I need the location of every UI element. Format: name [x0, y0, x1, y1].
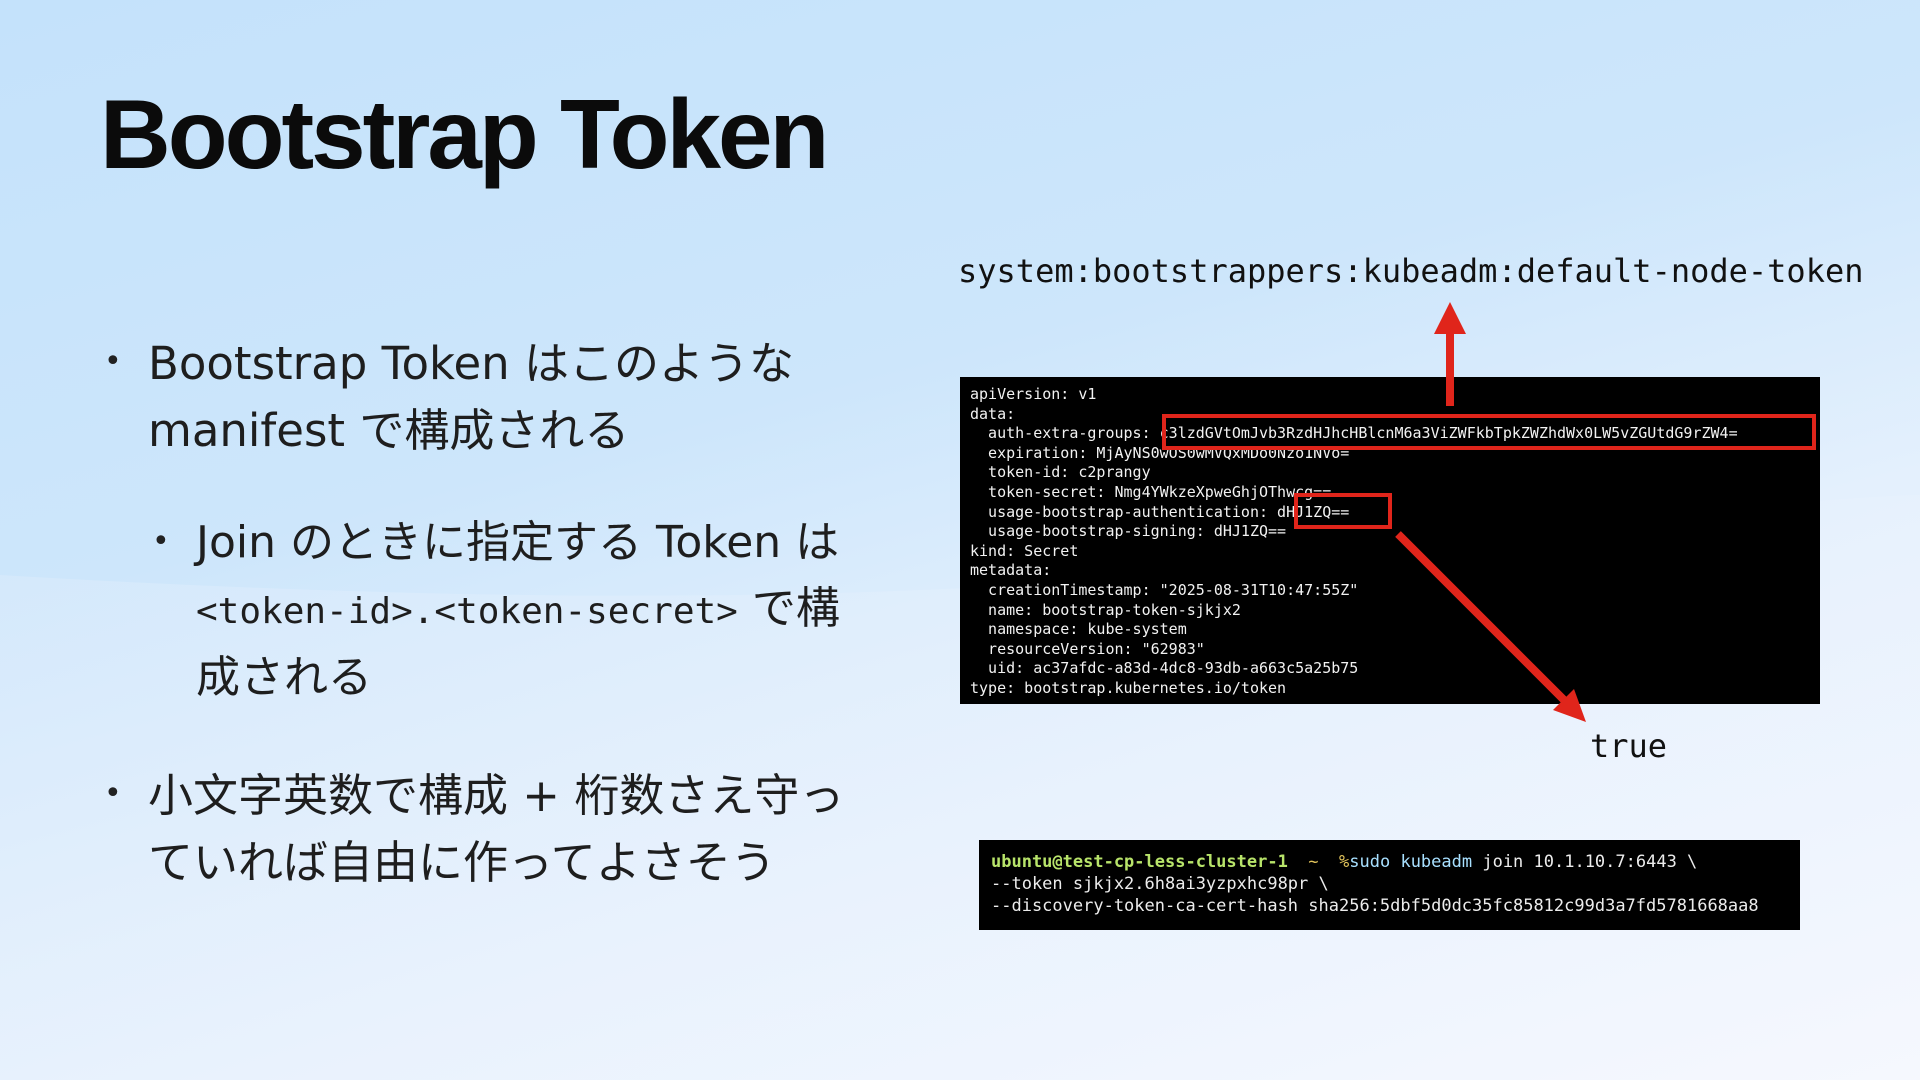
- bullet-text: Bootstrap Token はこのような manifest で構成される: [148, 337, 794, 457]
- sub-bullet-item: • Join のときに指定する Token は <token-id>.<toke…: [148, 510, 860, 711]
- manifest-line: token-id: c2prangy: [970, 463, 1151, 482]
- sub-bullet-suffix: で構成される: [196, 583, 840, 703]
- manifest-line: namespace: kube-system: [970, 620, 1187, 639]
- manifest-line: resourceVersion: "62983": [970, 639, 1205, 658]
- manifest-line: creationTimestamp: "2025-08-31T10:47:55Z…: [970, 580, 1359, 599]
- manifest-line: kind: Secret: [970, 541, 1079, 560]
- bullet-dot-icon: •: [152, 524, 170, 559]
- sub-bullet-prefix: Join のときに指定する Token は: [196, 517, 840, 568]
- bullet-dot-icon: •: [104, 344, 122, 379]
- prompt-dir: ~: [1308, 852, 1319, 872]
- command-name: sudo kubeadm: [1349, 852, 1473, 872]
- manifest-line: apiVersion: v1: [970, 385, 1097, 403]
- kubeadm-join-terminal: ubuntu@test-cp-less-cluster-1 ~ %sudo ku…: [979, 840, 1800, 930]
- decoded-true-label: true: [1590, 727, 1668, 765]
- manifest-line: usage-bootstrap-signing: dHJ1ZQ==: [970, 522, 1287, 541]
- prompt-symbol: %: [1339, 852, 1350, 872]
- usage-auth-highlight: [1294, 493, 1392, 529]
- manifest-line: data:: [970, 404, 1016, 423]
- sub-bullet-text: Join のときに指定する Token は <token-id>.<token-…: [148, 510, 860, 711]
- command-line: --token sjkjx2.6h8ai3yzpxhc98pr \: [991, 874, 1329, 894]
- slide-title: Bootstrap Token: [100, 79, 829, 189]
- manifest-line: token-secret: Nmg4YWkzeXpweGhjOThwcg==: [970, 482, 1332, 501]
- bullet-item: • 小文字英数で構成 + 桁数さえ守っていれば自由に作ってよさそう: [100, 762, 860, 896]
- prompt-user: ubuntu@test-cp-less-cluster-1: [991, 852, 1288, 872]
- bullet-text: 小文字英数で構成 + 桁数さえ守っていれば自由に作ってよさそう: [148, 769, 845, 889]
- manifest-line: name: bootstrap-token-sjkjx2: [970, 600, 1241, 619]
- token-format-code: <token-id>.<token-secret>: [196, 591, 738, 632]
- bullet-dot-icon: •: [104, 776, 122, 811]
- secret-manifest-terminal: apiVersion: v1 data: auth-extra-groups: …: [960, 377, 1820, 704]
- command-args: join 10.1.10.7:6443 \: [1472, 852, 1698, 872]
- auth-extra-groups-highlight: [1162, 414, 1816, 450]
- bullet-item: • Bootstrap Token はこのような manifest で構成される: [100, 330, 860, 464]
- manifest-line: metadata:: [970, 561, 1052, 580]
- command-line: ubuntu@test-cp-less-cluster-1 ~ %sudo ku…: [991, 851, 1788, 873]
- decoded-group-label: system:bootstrappers:kubeadm:default-nod…: [958, 252, 1864, 290]
- command-line: --discovery-token-ca-cert-hash sha256:5d…: [991, 896, 1759, 916]
- manifest-line: auth-extra-groups: c3lzdGVtOmJvb3RzdHJhc…: [970, 424, 1738, 443]
- manifest-line: type: bootstrap.kubernetes.io/token: [970, 678, 1287, 697]
- manifest-line: uid: ac37afdc-a83d-4dc8-93db-a663c5a25b7…: [970, 659, 1359, 678]
